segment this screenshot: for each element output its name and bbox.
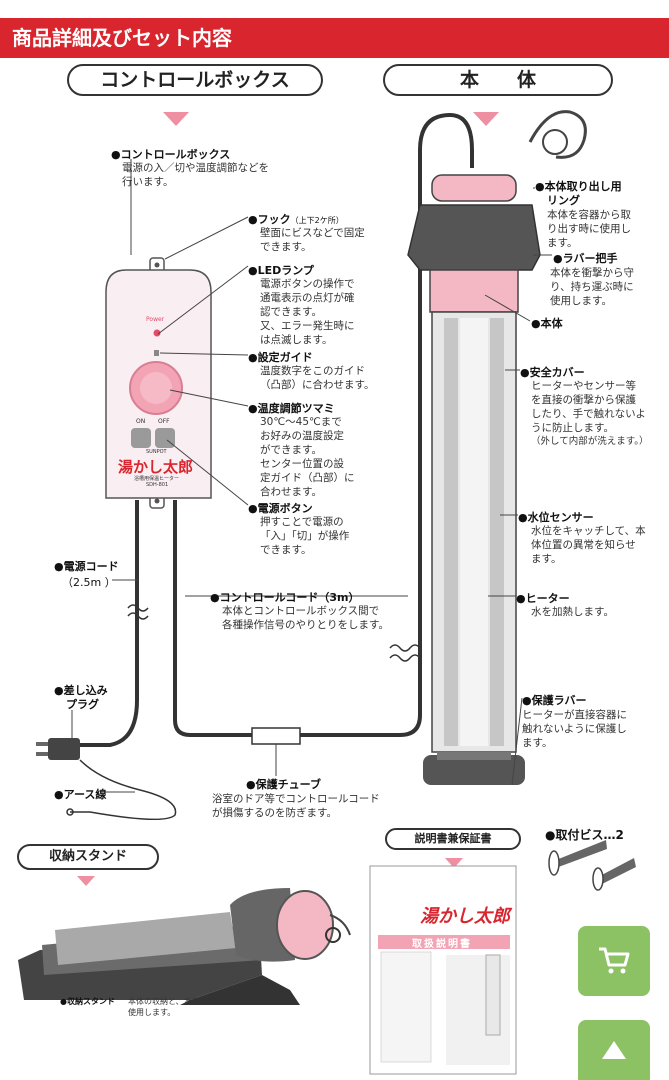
arrow-down-icon <box>445 858 463 868</box>
stand-label: ●収納スタンド <box>60 997 115 1006</box>
on-button-label: ON <box>136 418 146 425</box>
section-header: 商品詳細及びセット内容 <box>0 18 669 58</box>
rubber-handle-desc: 本体を衝撃から守り、持ち運ぶ時に使用します。 <box>550 267 634 307</box>
brand-small: SUNPOT <box>146 449 167 455</box>
power-cord-length: （2.5m ） <box>62 576 116 589</box>
protective-rubber-desc: ヒーターが直接容器に触れないように保護します。 <box>522 709 627 749</box>
up-arrow-icon <box>602 1041 626 1059</box>
plug-icon <box>48 738 80 760</box>
hook-desc: 壁面にビスなどで固定できます。 <box>260 227 365 253</box>
safety-cover-label: ●安全カバー <box>520 366 585 379</box>
protective-rubber-label: ●保護ラバー <box>522 694 587 707</box>
heater-desc: 水を加熱します。 <box>531 606 614 618</box>
rubber-handle-label: ●ラバー把手 <box>553 252 618 265</box>
storage-stand-heading: 収納スタンド <box>17 844 159 870</box>
temp-knob-desc: 30℃～45℃までお好みの温度設定ができます。センター位置の設定ガイド（凸部）に… <box>260 416 355 498</box>
hook-label: ●フック（上下2ケ所） <box>248 213 344 226</box>
protective-tube <box>251 727 301 745</box>
model-number: SDH-801 <box>146 482 169 488</box>
safety-cover-desc: ヒーターやセンサー等を直接の衝撃から保護したり、手で触れないように防止します。（… <box>531 380 649 447</box>
earth-terminal-icon <box>66 808 74 816</box>
removal-ring-desc: 本体を容器から取り出す時に使用します。 <box>547 209 631 249</box>
protective-tube-label: ●保護チューブ <box>246 778 321 791</box>
screw-icon <box>548 850 560 876</box>
screws-label: ●取付ビス…2 <box>545 828 624 842</box>
cart-button[interactable] <box>578 926 650 996</box>
setting-guide-desc: 温度数字をこのガイド（凸部）に合わせます。 <box>260 365 375 391</box>
control-cord-desc: 本体とコントロールボックス間で各種操作信号のやりとりをします。 <box>222 605 389 631</box>
control-box-label: ●コントロールボックス <box>111 148 231 161</box>
control-cord-label: ●コントロールコード（3m） <box>210 591 360 604</box>
manual-title: 取扱説明書 <box>412 939 472 950</box>
model-sub: 浴槽用保温ヒーター <box>134 476 180 482</box>
led-lamp-label: ●LEDランプ <box>248 264 314 277</box>
screw-icon <box>592 867 604 891</box>
cart-icon <box>599 947 630 974</box>
stand-desc: 本体の収納と、水切りに使用します。 <box>128 997 216 1017</box>
power-button-label: ●電源ボタン <box>248 502 313 515</box>
led-lamp-desc: 電源ボタンの操作で通電表示の点灯が確認できます。又、エラー発生時には点滅します。 <box>260 278 355 346</box>
protective-tube-desc: 浴室のドア等でコントロールコードが損傷するのを防ぎます。 <box>212 793 380 819</box>
arrow-down-icon <box>77 876 95 886</box>
main-body-label: ●本体 <box>531 317 563 330</box>
power-led-label: Power <box>146 316 165 323</box>
arrow-down-icon <box>473 112 499 126</box>
manual-heading: 説明書兼保証書 <box>385 828 521 850</box>
control-box-heading: コントロールボックス <box>67 64 323 96</box>
main-body-heading: 本 体 <box>383 64 613 96</box>
earth-wire-label: ●アース線 <box>54 788 107 801</box>
water-sensor-label: ●水位センサー <box>518 511 594 524</box>
power-button-desc: 押すことで電源の「入」「切」が操作できます。 <box>260 516 350 556</box>
arrow-down-icon <box>163 112 189 126</box>
temp-knob-label: ●温度調節ツマミ <box>248 402 335 415</box>
water-sensor-desc: 水位をキャッチして、本体位置の異常を知らせます。 <box>531 525 646 565</box>
power-button[interactable] <box>131 428 151 448</box>
manual-brand: 湯かし太郎 <box>420 906 510 927</box>
removal-ring-label: ●本体取り出し用リング <box>535 180 622 207</box>
control-box-desc: 電源の入／切や温度調節などを行います。 <box>122 162 269 188</box>
scroll-top-button[interactable] <box>578 1020 650 1080</box>
plug-label: ●差し込みプラグ <box>54 684 108 711</box>
brand-name: 湯かし太郎 <box>118 458 194 476</box>
off-button-label: OFF <box>158 418 170 425</box>
heater-label: ●ヒーター <box>516 592 570 605</box>
setting-guide-label: ●設定ガイド <box>248 351 313 364</box>
power-cord-label: ●電源コード <box>54 560 119 573</box>
